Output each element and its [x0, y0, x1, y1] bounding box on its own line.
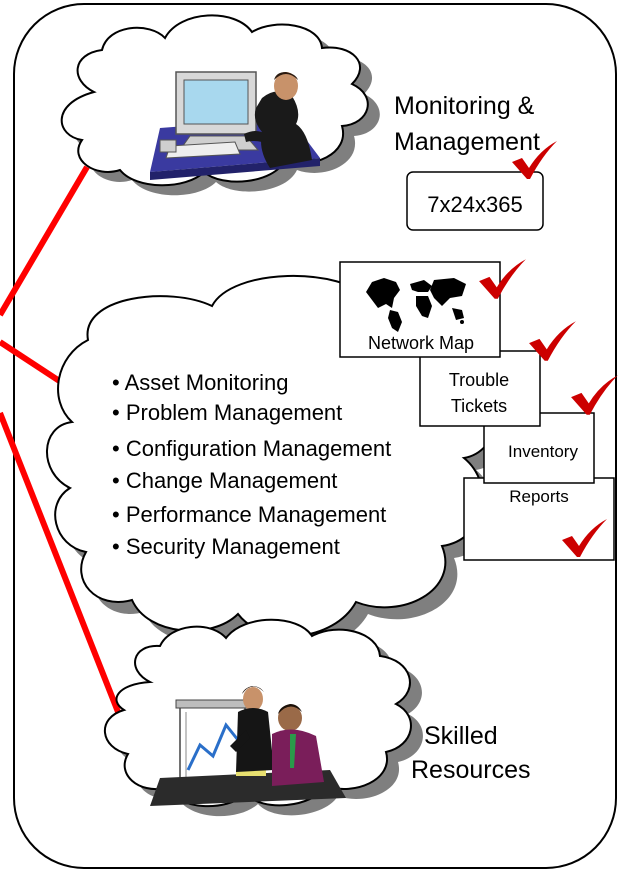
- inventory-label: Inventory: [508, 442, 578, 461]
- presentation-clipart: [150, 686, 346, 806]
- connector-middle: [0, 339, 66, 387]
- world-map-icon: [366, 278, 466, 332]
- tool-boxes: [339, 171, 615, 561]
- resources-line1: Skilled: [424, 722, 498, 750]
- connector-lines: [0, 165, 125, 724]
- bullet-problem-management: • Problem Management: [112, 400, 342, 425]
- bullet-asset-monitoring: • Asset Monitoring: [112, 370, 288, 395]
- monitoring-title-line2: Management: [394, 128, 540, 156]
- connector-bottom: [0, 411, 125, 724]
- connector-top: [0, 165, 90, 317]
- service-item: Asset Monitoring: [125, 370, 289, 395]
- trouble-tickets-line1: Trouble: [449, 370, 509, 390]
- bullet-configuration-management: • Configuration Management: [112, 436, 391, 461]
- service-item: Configuration Management: [126, 436, 391, 461]
- monitoring-cloud: [60, 14, 380, 196]
- bullet-performance-management: • Performance Management: [112, 502, 386, 527]
- reports-label: Reports: [509, 487, 569, 506]
- workstation-clipart: [150, 71, 320, 180]
- monitoring-title-line1: Monitoring &: [394, 92, 535, 120]
- resources-line2: Resources: [411, 756, 531, 784]
- service-item: Security Management: [126, 534, 340, 559]
- reports-box: [463, 477, 615, 561]
- bullet-change-management: • Change Management: [112, 468, 337, 493]
- availability-box: [406, 171, 544, 231]
- resources-cloud: [104, 618, 423, 817]
- service-item: Problem Management: [126, 400, 342, 425]
- network-map-label: Network Map: [368, 333, 474, 353]
- availability-label: 7x24x365: [427, 192, 522, 217]
- trouble-tickets-box: [419, 350, 541, 427]
- trouble-tickets-line2: Tickets: [451, 396, 507, 416]
- services-list: • Asset Monitoring • Problem Management …: [112, 370, 391, 559]
- services-cloud: [46, 274, 510, 649]
- service-item: Change Management: [126, 468, 338, 493]
- bullet-security-management: • Security Management: [112, 534, 340, 559]
- service-item: Performance Management: [126, 502, 386, 527]
